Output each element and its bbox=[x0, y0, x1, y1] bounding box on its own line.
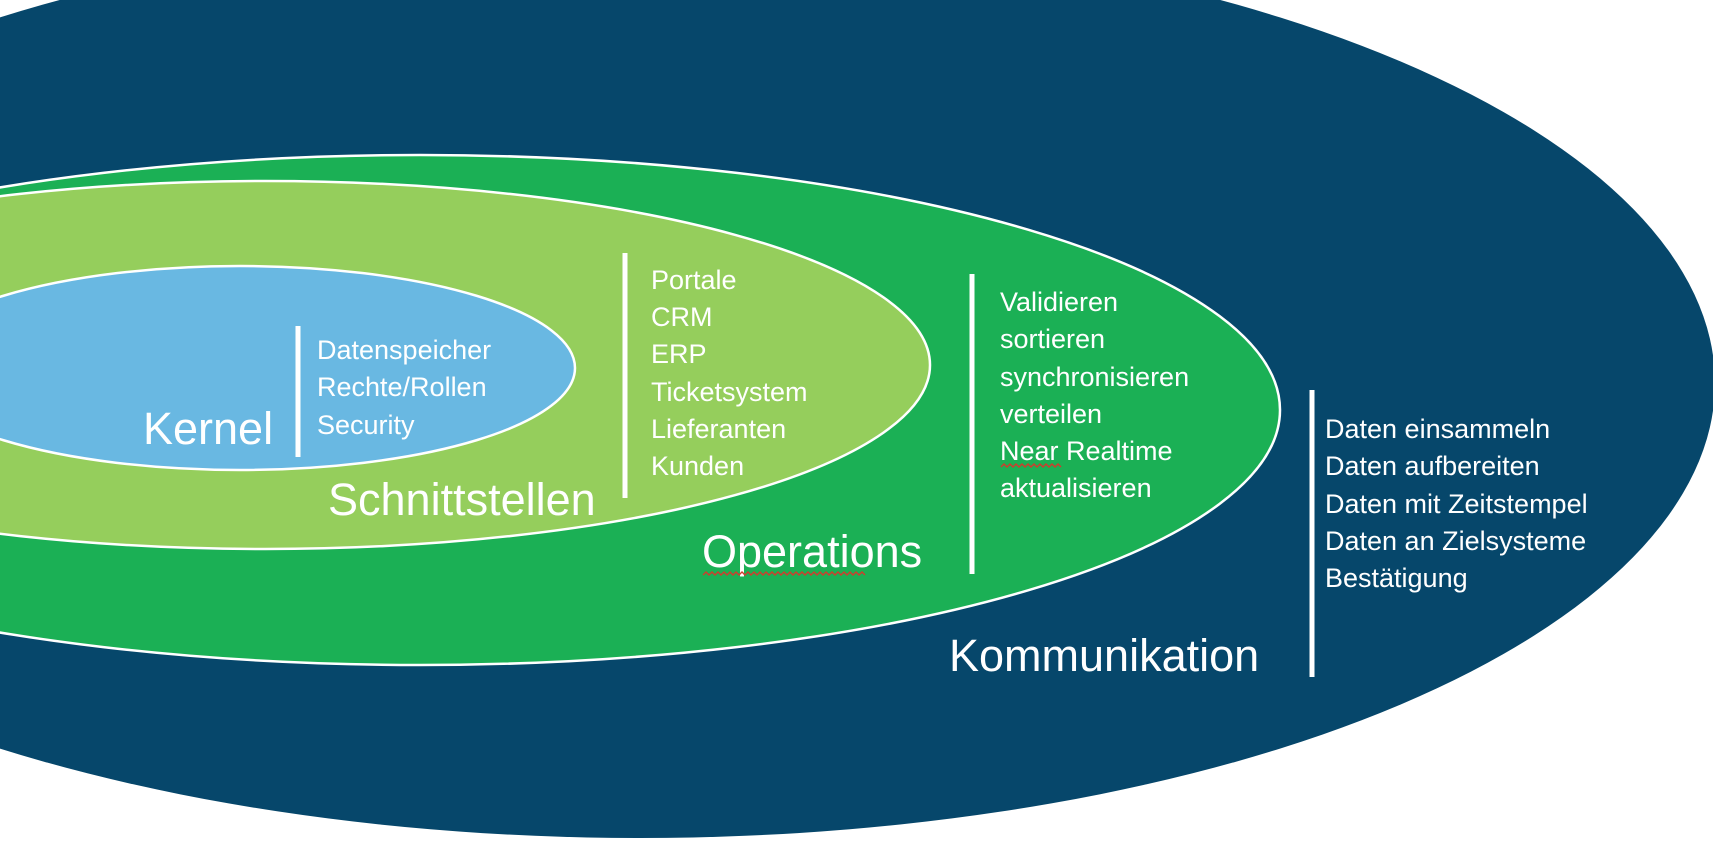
operations-title: Operations bbox=[702, 526, 922, 577]
operations-item-5: Near Realtime bbox=[1000, 436, 1173, 466]
schnittstellen-item-2: CRM bbox=[651, 302, 713, 332]
kernel-item-3: Security bbox=[317, 410, 415, 440]
kernel-ellipse bbox=[0, 264, 577, 472]
operations-item-4: verteilen bbox=[1000, 399, 1102, 429]
schnittstellen-item-6: Kunden bbox=[651, 451, 744, 481]
kommunikation-item-3: Daten mit Zeitstempel bbox=[1325, 489, 1588, 519]
schnittstellen-title: Schnittstellen bbox=[328, 474, 596, 525]
schnittstellen-item-4: Ticketsystem bbox=[651, 377, 808, 407]
near-spellcheck-underline bbox=[1000, 463, 1062, 468]
schnittstellen-item-1: Portale bbox=[651, 265, 737, 295]
operations-item-6: aktualisieren bbox=[1000, 473, 1152, 503]
operations-item-1: Validieren bbox=[1000, 287, 1118, 317]
operations-spellcheck-underline bbox=[702, 571, 866, 576]
kommunikation-item-2: Daten aufbereiten bbox=[1325, 451, 1540, 481]
operations-item-3: synchronisieren bbox=[1000, 362, 1189, 392]
kernel-title: Kernel bbox=[143, 403, 273, 454]
schnittstellen-item-5: Lieferanten bbox=[651, 414, 786, 444]
operations-item-2: sortieren bbox=[1000, 324, 1105, 354]
kommunikation-item-1: Daten einsammeln bbox=[1325, 414, 1550, 444]
kernel-item-1: Datenspeicher bbox=[317, 335, 491, 365]
kommunikation-item-4: Daten an Zielsysteme bbox=[1325, 526, 1586, 556]
schnittstellen-item-3: ERP bbox=[651, 339, 707, 369]
kommunikation-title: Kommunikation bbox=[949, 630, 1259, 681]
kernel-item-2: Rechte/Rollen bbox=[317, 372, 487, 402]
kommunikation-item-5: Bestätigung bbox=[1325, 563, 1468, 593]
